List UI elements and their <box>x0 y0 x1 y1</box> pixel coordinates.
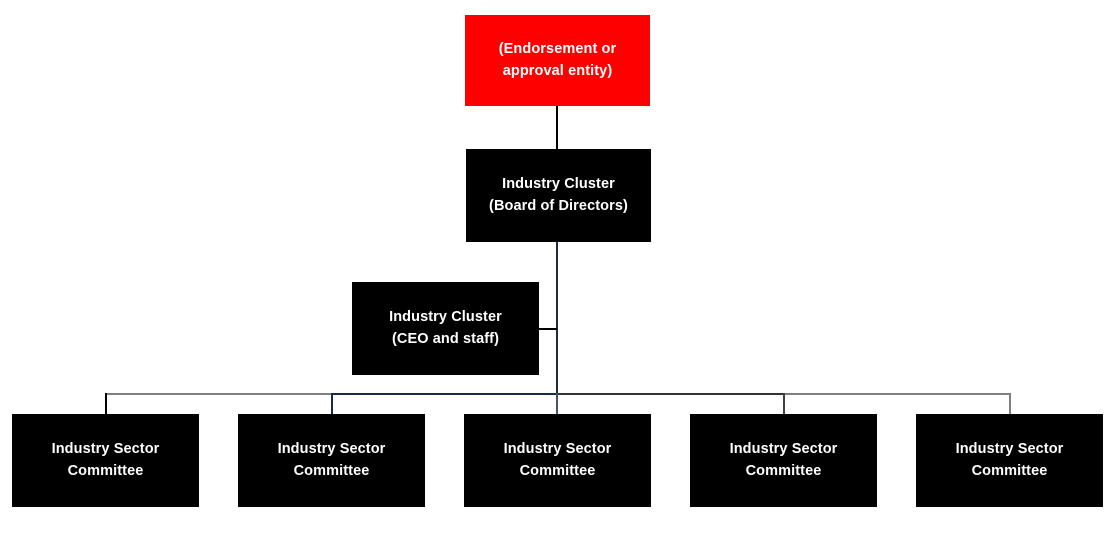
node-sector-committee-5: Industry Sector Committee <box>916 414 1103 507</box>
node-label-line: Industry Sector <box>51 441 160 457</box>
node-label-line: (Endorsement or <box>498 41 617 57</box>
node-sector-committee-3: Industry Sector Committee <box>464 414 651 507</box>
bus-segment-4 <box>784 393 1010 395</box>
drop-connector-1 <box>105 393 107 415</box>
node-sector-committee-1: Industry Sector Committee <box>12 414 199 507</box>
drop-connector-5 <box>1009 393 1011 415</box>
node-endorsement-entity: (Endorsement or approval entity) <box>465 15 650 106</box>
node-board-of-directors: Industry Cluster (Board of Directors) <box>466 149 651 242</box>
bus-segment-2 <box>332 393 557 395</box>
node-label-line: (CEO and staff) <box>391 330 500 347</box>
drop-connector-3 <box>556 393 558 415</box>
node-label-line: Committee <box>745 462 822 479</box>
node-sector-committee-4: Industry Sector Committee <box>690 414 877 507</box>
node-sector-committee-2: Industry Sector Committee <box>238 414 425 507</box>
node-label-line: Committee <box>67 462 144 479</box>
bus-segment-1 <box>105 393 332 395</box>
node-label-line: Committee <box>519 462 596 479</box>
node-ceo-and-staff: Industry Cluster (CEO and staff) <box>352 282 539 375</box>
drop-connector-2 <box>331 393 333 415</box>
node-label-line: Committee <box>971 462 1048 479</box>
connector-ceo-to-center <box>539 328 557 330</box>
bus-segment-3 <box>557 393 784 395</box>
node-label-line: Industry Sector <box>955 441 1064 457</box>
node-label-line: Industry Sector <box>503 441 612 457</box>
node-label-line: approval entity) <box>502 62 613 79</box>
node-label-line: Industry Cluster <box>389 309 502 325</box>
node-label-line: Industry Sector <box>729 441 838 457</box>
node-label-line: Committee <box>293 462 370 479</box>
node-label-line: (Board of Directors) <box>489 197 628 214</box>
node-label-line: Industry Sector <box>277 441 386 457</box>
connector-board-to-bus <box>556 242 558 394</box>
connector-endorsement-to-board <box>556 106 558 149</box>
drop-connector-4 <box>783 393 785 415</box>
node-label-line: Industry Cluster <box>502 176 615 192</box>
